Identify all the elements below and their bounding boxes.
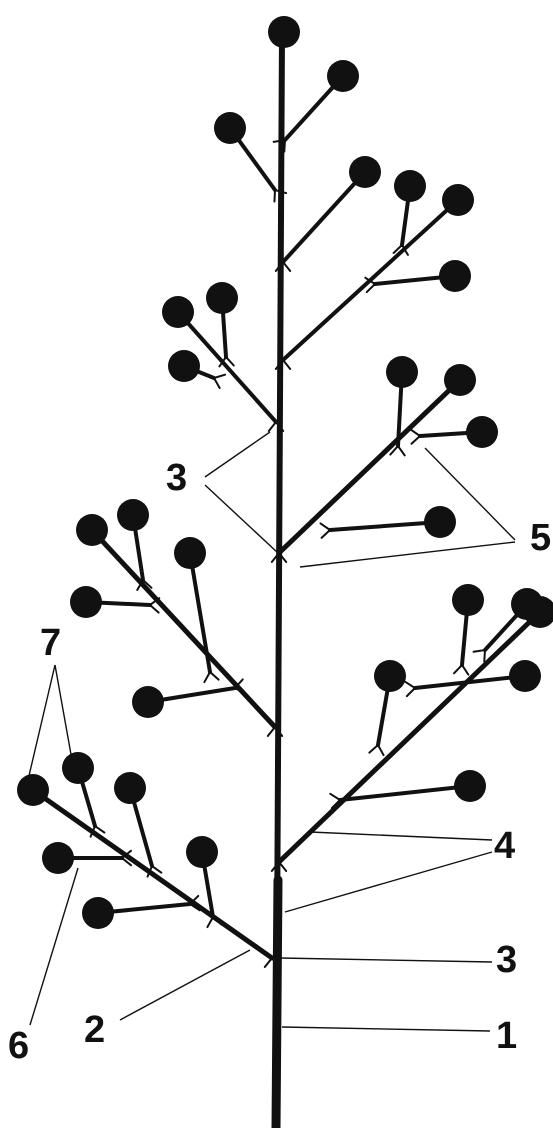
branch-left-lower-twig-c-fruit — [42, 842, 74, 874]
branch-upper-right-bract — [274, 260, 292, 272]
branch-right-lower-twig-c — [413, 674, 527, 690]
branch-left-lower-twig-a-bract — [89, 824, 106, 838]
pointer-5a — [424, 447, 516, 541]
branch-left-middle-twig-a-bract — [136, 578, 153, 591]
branch-left-middle-fruit — [76, 514, 108, 546]
label-3-upper: 3 — [166, 457, 187, 499]
pointer-4b — [284, 851, 493, 913]
branch-right-2-fruit — [442, 184, 474, 216]
pointer-lines — [27, 431, 516, 1032]
label-3-lower: 3 — [496, 939, 517, 981]
branch-left-lower-twig-a-fruit — [62, 752, 94, 784]
branch-right-lower-twig-e-bract — [329, 792, 342, 810]
branch-left-lower-twig-e-fruit — [82, 897, 114, 929]
branch-right-lower-twig-d-bract — [368, 743, 385, 757]
branch-right-middle-bract — [270, 551, 288, 563]
branch-left-lower-fruit — [17, 774, 49, 806]
branch-right-lower — [276, 609, 543, 865]
branch-right-middle-twig-c — [328, 520, 442, 532]
fruit-dots — [17, 16, 553, 929]
branch-right-lower-bract — [270, 860, 288, 872]
label-1: 1 — [496, 1015, 517, 1057]
branch-left-upper — [176, 310, 278, 424]
branch-right-lower-twig-a-fruit — [452, 584, 484, 616]
branch-right-middle-twig-b-bract — [409, 428, 422, 445]
branch-right-lower-twig-c-fruit — [509, 660, 541, 692]
branch-right-lower-twig-d-fruit — [374, 660, 406, 692]
axis-twig-upper-left-bract — [273, 188, 288, 203]
pointer-6 — [29, 867, 79, 1026]
branch-system — [30, 74, 543, 961]
branch-left-middle-twig-d-fruit — [132, 686, 164, 718]
label-5: 5 — [530, 517, 551, 559]
label-2: 2 — [84, 1009, 105, 1051]
pointer-4a — [309, 831, 493, 841]
branch-left-lower-twig-b-bract — [146, 864, 163, 878]
branch-right-2-twig-a-fruit — [394, 170, 426, 202]
branch-left-middle-twig-b-bract — [148, 597, 161, 614]
axis-twig-upper-left-fruit — [214, 112, 246, 144]
branch-left-lower-twig-b-fruit — [114, 772, 146, 804]
branch-left-middle-twig-c — [188, 551, 212, 674]
pointer-2 — [119, 949, 251, 1021]
branch-right-2-twig-b-fruit — [439, 260, 471, 292]
branch-right-2-bract — [274, 358, 292, 370]
pointer-5b — [299, 541, 516, 568]
branch-right-middle-twig-b-fruit — [466, 416, 498, 448]
pointer-3-lower — [279, 957, 493, 963]
branch-left-middle-twig-b-fruit — [70, 586, 102, 618]
branch-left-lower-twig-e-bract — [188, 894, 201, 912]
main-axis-lower-thick — [271, 875, 283, 1128]
branch-left-lower-twig-c-bract — [120, 849, 132, 867]
branch-right-lower-twig-a-bract — [453, 663, 470, 676]
bract-hooks — [89, 138, 487, 968]
branch-right-middle-twig-c-fruit — [424, 506, 456, 538]
branch-right-middle — [276, 377, 463, 556]
branch-right-2-twig-a-bract — [392, 243, 409, 256]
pointer-7b — [54, 664, 73, 761]
pointer-3-upper-a — [204, 431, 271, 478]
label-7: 7 — [40, 622, 61, 664]
branch-left-upper-twig-b-bract — [212, 373, 227, 390]
branch-left-lower-twig-d-bract — [206, 915, 223, 929]
branch-right-middle-twig-a-fruit — [386, 356, 418, 388]
label-6: 6 — [8, 1025, 29, 1067]
branch-right-lower-twig-e — [338, 784, 472, 802]
branch-left-middle-twig-c-fruit — [174, 537, 206, 569]
branch-left-upper-twig-a-fruit — [206, 282, 238, 314]
branch-left-middle-twig-d-bract — [233, 678, 247, 695]
branch-upper-right-fruit — [349, 156, 381, 188]
branch-right-2-twig-b-bract — [364, 276, 377, 294]
branch-left-upper-twig-a-bract — [218, 355, 235, 368]
axis-twig-upper-right-bract — [272, 138, 287, 153]
branch-left-lower-bract — [263, 956, 281, 968]
branch-left-upper-twig-b-fruit — [168, 350, 200, 382]
branch-left-middle-bract — [266, 725, 284, 737]
branch-right-lower-twig-e-fruit — [454, 770, 486, 802]
branch-right-lower-twig-b-fruit — [511, 588, 543, 620]
pointer-1 — [281, 1026, 491, 1032]
branch-left-lower-twig-d-fruit — [186, 836, 218, 868]
branch-right-lower-twig-b-bract — [472, 648, 487, 663]
axis-twig-upper-right-fruit — [327, 60, 359, 92]
branch-left-upper-bract — [267, 420, 285, 432]
pointer-7a — [27, 664, 56, 781]
branch-left-middle-twig-a-fruit — [117, 499, 149, 531]
branch-right-middle-twig-c-bract — [319, 522, 332, 539]
branch-upper-right — [281, 170, 367, 264]
branch-right-middle-fruit — [444, 364, 476, 396]
label-4: 4 — [494, 825, 515, 867]
branch-right-middle-twig-a-bract — [389, 444, 406, 457]
branch-left-upper-fruit — [162, 296, 194, 328]
apex-fruit — [268, 16, 300, 48]
pointer-3-upper-b — [204, 484, 279, 554]
branch-left-middle-twig-c-bract — [203, 670, 220, 684]
branch-left-lower — [30, 787, 275, 961]
branch-right-lower-twig-c-bract — [404, 680, 417, 698]
